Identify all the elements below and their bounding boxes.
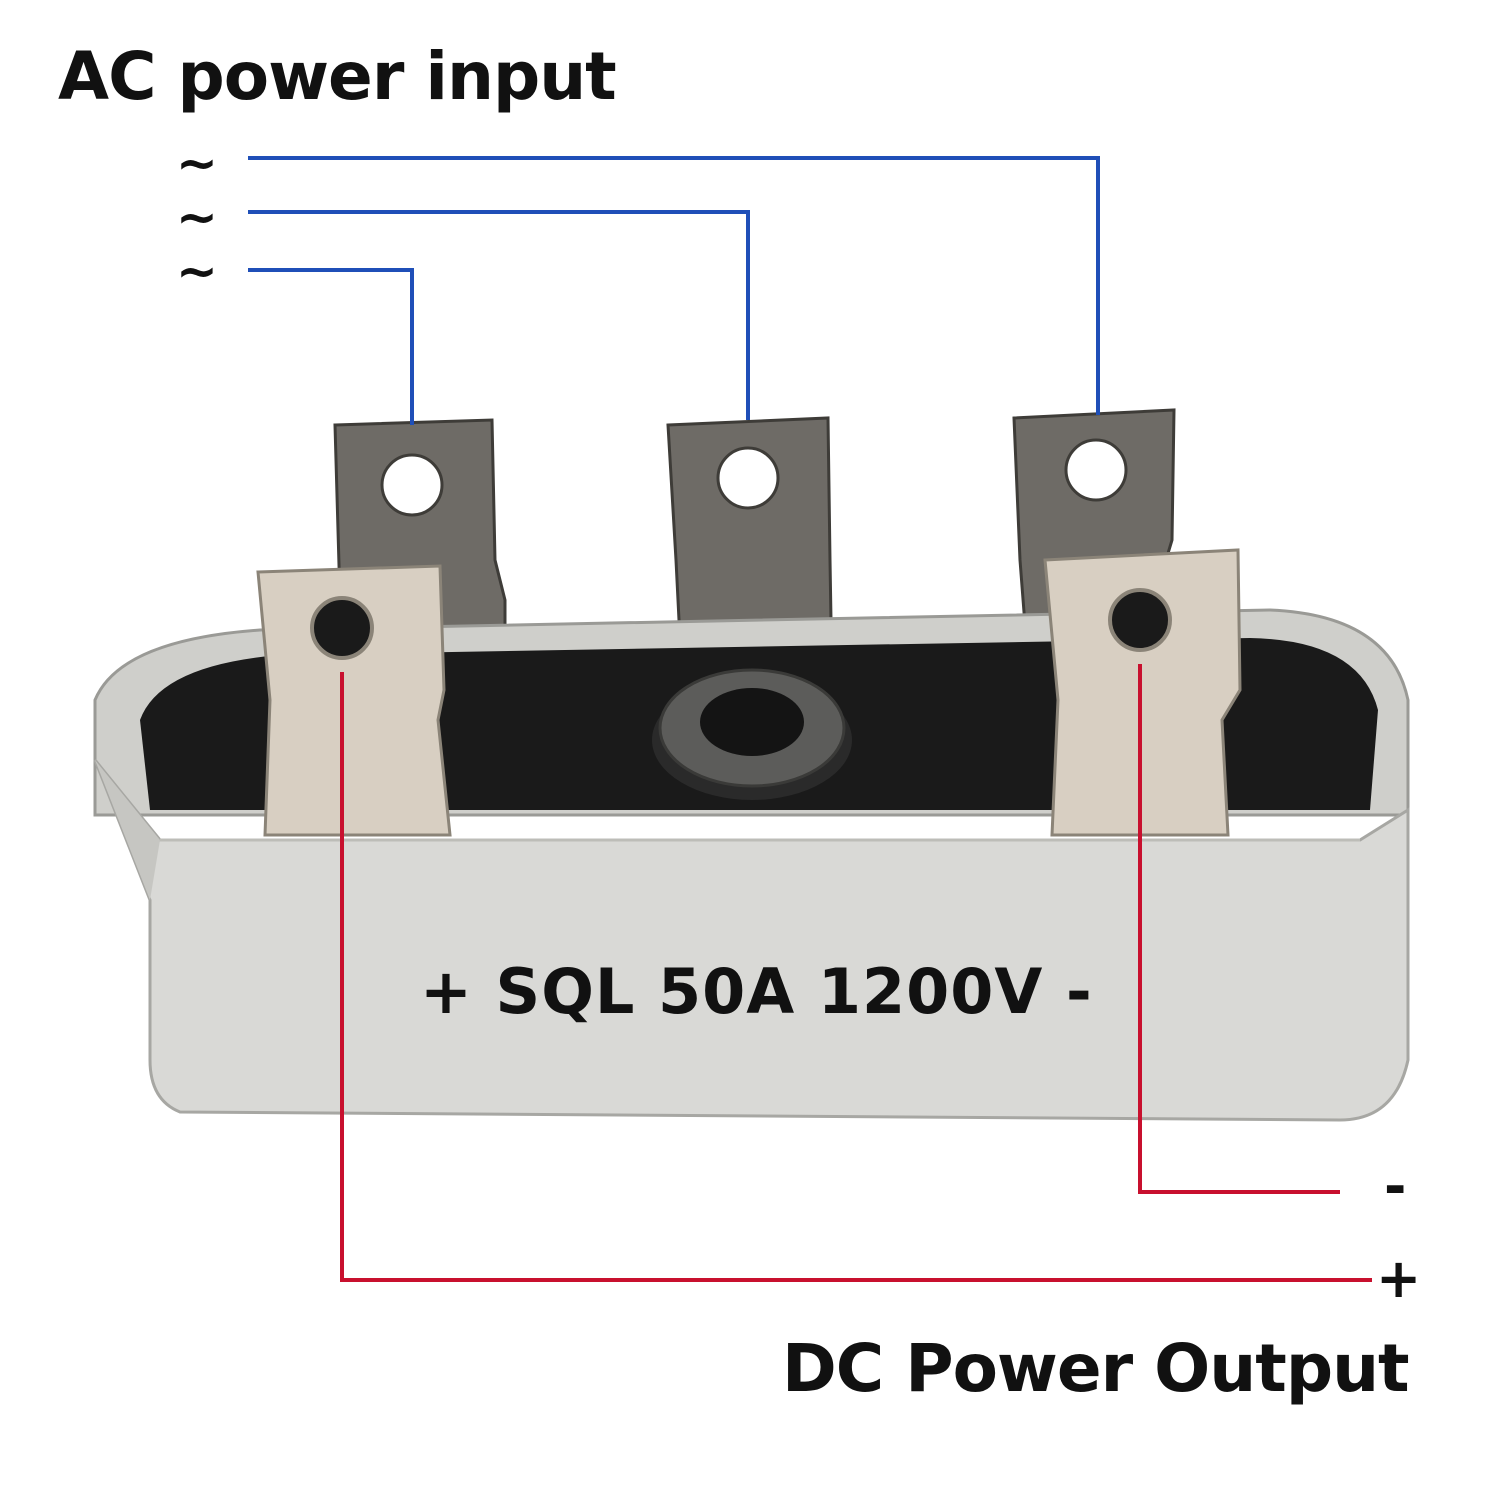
rectifier-case-front bbox=[93, 759, 1410, 1122]
dc-power-output-title: DC Power Output bbox=[782, 1330, 1410, 1407]
ac-terminal-symbol-2: ~ bbox=[176, 188, 218, 246]
ac-wires bbox=[248, 156, 1100, 425]
dc-plus-symbol: + bbox=[1376, 1247, 1422, 1310]
dc-terminal-minus bbox=[1043, 548, 1242, 837]
ac-power-input-title: AC power input bbox=[58, 38, 617, 115]
ac-terminal-middle bbox=[666, 416, 834, 682]
dc-minus-symbol: - bbox=[1384, 1155, 1407, 1218]
ac-terminal-symbol-3: ~ bbox=[176, 242, 218, 300]
part-marking-label: + SQL 50A 1200V - bbox=[420, 955, 1093, 1028]
mounting-hole bbox=[658, 668, 846, 788]
ac-terminal-symbol-1: ~ bbox=[176, 134, 218, 192]
dc-wires bbox=[340, 664, 1372, 1282]
dc-terminal-plus bbox=[256, 564, 452, 837]
